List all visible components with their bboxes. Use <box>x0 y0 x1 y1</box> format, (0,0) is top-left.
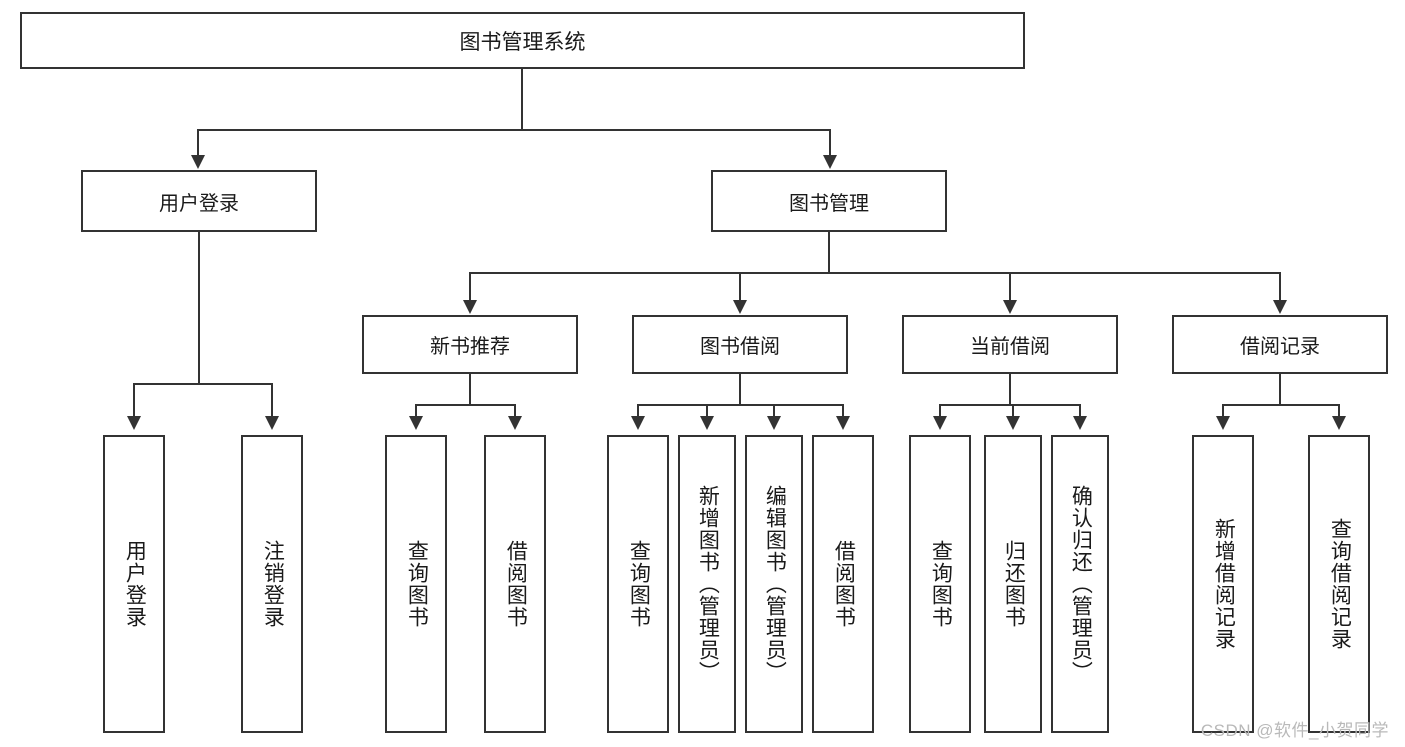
connector-to-leaf-borrow-book-2 <box>842 404 844 418</box>
arrowhead-leaf-query-book-2 <box>631 416 645 430</box>
connector-book-borrow-stem <box>739 374 741 406</box>
leaf-label: 确认归还（管理员） <box>1069 485 1093 683</box>
node-user-login[interactable]: 用户登录 <box>81 170 317 232</box>
connector-user-login-stem <box>198 232 200 385</box>
connector-root-bus <box>197 129 831 131</box>
arrowhead-leaf-confirm-return <box>1073 416 1087 430</box>
connector-to-leaf-query-book-2 <box>637 404 639 418</box>
leaf-query-book-3[interactable]: 查询图书 <box>909 435 971 733</box>
leaf-label: 查询借阅记录 <box>1328 518 1352 650</box>
connector-to-leaf-return-book <box>1012 404 1014 418</box>
node-book-borrow[interactable]: 图书借阅 <box>632 315 848 374</box>
connector-to-leaf-borrow-book-1 <box>514 404 516 418</box>
node-new-book-recommend[interactable]: 新书推荐 <box>362 315 578 374</box>
connector-new-book-recommend-bus <box>415 404 515 406</box>
leaf-return-book[interactable]: 归还图书 <box>984 435 1042 733</box>
leaf-label: 查询图书 <box>627 540 651 628</box>
arrowhead-leaf-add-record <box>1216 416 1230 430</box>
arrowhead-leaf-query-book-3 <box>933 416 947 430</box>
connector-root-stem <box>521 69 523 131</box>
connector-root-to-user-login <box>197 129 199 157</box>
connector-to-new-book-recommend <box>469 272 471 302</box>
arrowhead-leaf-logout <box>265 416 279 430</box>
leaf-confirm-return[interactable]: 确认归还（管理员） <box>1051 435 1109 733</box>
connector-book-borrow-bus <box>637 404 843 406</box>
arrowhead-user-login <box>191 155 205 169</box>
leaf-query-record[interactable]: 查询借阅记录 <box>1308 435 1370 733</box>
node-label: 借阅记录 <box>1240 336 1320 358</box>
connector-to-leaf-add-record <box>1222 404 1224 418</box>
leaf-label: 借阅图书 <box>832 540 856 628</box>
connector-to-leaf-query-book-1 <box>415 404 417 418</box>
arrowhead-new-book-recommend <box>463 300 477 314</box>
arrowhead-leaf-add-book <box>700 416 714 430</box>
connector-to-borrow-record <box>1279 272 1281 302</box>
leaf-add-record[interactable]: 新增借阅记录 <box>1192 435 1254 733</box>
connector-book-manage-stem <box>828 232 830 274</box>
leaf-label: 注销登录 <box>261 540 285 628</box>
leaf-logout[interactable]: 注销登录 <box>241 435 303 733</box>
leaf-user-login[interactable]: 用户登录 <box>103 435 165 733</box>
node-current-borrow[interactable]: 当前借阅 <box>902 315 1118 374</box>
leaf-label: 编辑图书（管理员） <box>763 485 787 683</box>
node-label: 图书管理 <box>789 192 869 215</box>
node-borrow-record[interactable]: 借阅记录 <box>1172 315 1388 374</box>
leaf-borrow-book-2[interactable]: 借阅图书 <box>812 435 874 733</box>
arrowhead-current-borrow <box>1003 300 1017 314</box>
leaf-label: 用户登录 <box>123 540 147 628</box>
leaf-query-book-1[interactable]: 查询图书 <box>385 435 447 733</box>
leaf-label: 查询图书 <box>405 540 429 628</box>
connector-root-to-book-manage <box>829 129 831 157</box>
connector-to-leaf-confirm-return <box>1079 404 1081 418</box>
node-book-manage[interactable]: 图书管理 <box>711 170 947 232</box>
arrowhead-leaf-query-record <box>1332 416 1346 430</box>
node-label: 图书管理系统 <box>459 30 586 54</box>
connector-to-current-borrow <box>1009 272 1011 302</box>
node-label: 用户登录 <box>159 192 239 215</box>
connector-to-leaf-user-login <box>133 383 135 418</box>
arrowhead-borrow-record <box>1273 300 1287 314</box>
leaf-query-book-2[interactable]: 查询图书 <box>607 435 669 733</box>
connector-book-manage-bus <box>469 272 1281 274</box>
connector-user-login-bus <box>133 383 271 385</box>
connector-to-leaf-query-book-3 <box>939 404 941 418</box>
connector-current-borrow-stem <box>1009 374 1011 406</box>
connector-new-book-recommend-stem <box>469 374 471 406</box>
connector-borrow-record-bus <box>1222 404 1338 406</box>
connector-to-leaf-query-record <box>1338 404 1340 418</box>
arrowhead-leaf-edit-book <box>767 416 781 430</box>
leaf-borrow-book-1[interactable]: 借阅图书 <box>484 435 546 733</box>
arrowhead-leaf-user-login <box>127 416 141 430</box>
leaf-edit-book[interactable]: 编辑图书（管理员） <box>745 435 803 733</box>
connector-to-leaf-add-book <box>706 404 708 418</box>
arrowhead-leaf-borrow-book-2 <box>836 416 850 430</box>
arrowhead-book-manage <box>823 155 837 169</box>
leaf-label: 借阅图书 <box>504 540 528 628</box>
leaf-add-book[interactable]: 新增图书（管理员） <box>678 435 736 733</box>
arrowhead-leaf-borrow-book-1 <box>508 416 522 430</box>
node-label: 当前借阅 <box>970 336 1050 358</box>
arrowhead-leaf-return-book <box>1006 416 1020 430</box>
watermark-text: CSDN @软件_小贺同学 <box>1200 721 1389 740</box>
node-label: 新书推荐 <box>430 336 510 358</box>
leaf-label: 新增借阅记录 <box>1212 518 1236 650</box>
leaf-label: 新增图书（管理员） <box>696 485 720 683</box>
connector-to-book-borrow <box>739 272 741 302</box>
arrowhead-book-borrow <box>733 300 747 314</box>
node-label: 图书借阅 <box>700 336 780 358</box>
leaf-label: 归还图书 <box>1002 540 1026 628</box>
connector-to-leaf-edit-book <box>773 404 775 418</box>
node-root-system[interactable]: 图书管理系统 <box>20 12 1025 69</box>
connector-to-leaf-logout <box>271 383 273 418</box>
arrowhead-leaf-query-book-1 <box>409 416 423 430</box>
connector-borrow-record-stem <box>1279 374 1281 406</box>
connector-current-borrow-bus <box>939 404 1081 406</box>
leaf-label: 查询图书 <box>929 540 953 628</box>
